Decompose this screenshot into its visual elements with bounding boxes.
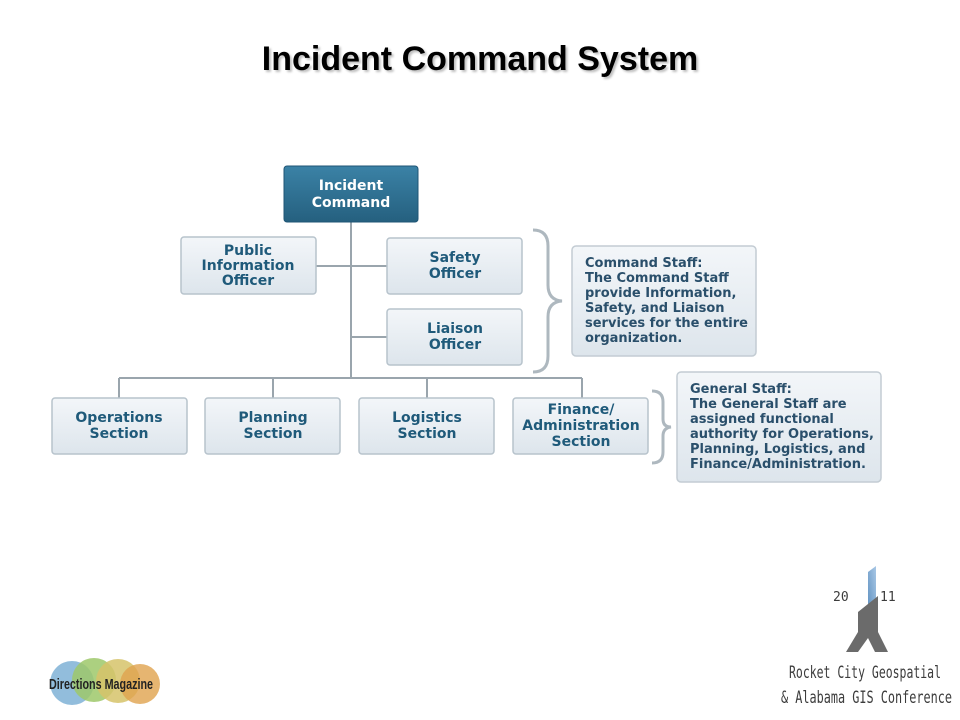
- logistics-section-box: Logistics Section: [358, 397, 495, 455]
- operations-label-line: Section: [90, 426, 149, 442]
- command-staff-note-line: Safety, and Liaison: [585, 301, 725, 316]
- general-staff-brace: [651, 389, 672, 465]
- conference-name-line: Rocket City Geospatial: [789, 663, 941, 683]
- directions-magazine-logo: Directions Magazine: [49, 658, 160, 705]
- finance-administration-section-box: Finance/ Administration Section: [512, 397, 649, 455]
- general-staff-note-line: Planning, Logistics, and: [690, 442, 865, 457]
- logistics-label-line: Section: [398, 426, 457, 442]
- planning-label-line: Section: [244, 426, 303, 442]
- pio-label-line: Officer: [222, 273, 274, 289]
- finance-label-line: Section: [552, 434, 611, 450]
- conference-year-left: 20: [833, 590, 849, 605]
- logistics-label-line: Logistics: [392, 410, 462, 426]
- operations-label-line: Operations: [75, 410, 162, 426]
- safety-officer-label-line: Officer: [429, 266, 481, 282]
- rocket-city-conference-logo: 20 11 Rocket City Geospatial & Alabama G…: [781, 566, 952, 708]
- general-staff-note: General Staff: The General Staff are ass…: [676, 371, 882, 483]
- liaison-officer-label-line: Officer: [429, 337, 481, 353]
- command-staff-note-line: Command Staff:: [585, 256, 703, 271]
- globe-icon: [120, 664, 160, 704]
- command-staff-note-line: organization.: [585, 331, 682, 346]
- safety-officer-label-line: Safety: [430, 250, 481, 266]
- finance-label-line: Finance/: [548, 402, 616, 418]
- conference-name-line: & Alabama GIS Conference: [781, 688, 952, 708]
- planning-section-box: Planning Section: [204, 397, 341, 455]
- conference-year-right: 11: [880, 590, 896, 605]
- liaison-officer-box: Liaison Officer: [386, 308, 523, 366]
- slide-title: Incident Command System: [261, 40, 699, 78]
- planning-label-line: Planning: [238, 410, 307, 426]
- finance-label-line: Administration: [522, 418, 639, 434]
- general-staff-note-line: Finance/Administration.: [690, 457, 866, 472]
- incident-command-box: Incident Command: [283, 165, 419, 223]
- incident-command-label-line: Incident: [319, 178, 384, 194]
- general-staff-note-line: The General Staff are: [690, 397, 847, 412]
- operations-section-box: Operations Section: [51, 397, 188, 455]
- liaison-officer-label-line: Liaison: [427, 321, 483, 337]
- pio-label-line: Information: [202, 258, 295, 274]
- connector-lines: [118, 222, 583, 398]
- safety-officer-box: Safety Officer: [386, 237, 523, 295]
- general-staff-note-line: authority for Operations,: [690, 427, 874, 442]
- directions-magazine-wordmark: Directions Magazine: [49, 676, 153, 693]
- command-staff-note-line: The Command Staff: [585, 271, 729, 286]
- public-information-officer-box: Public Information Officer: [180, 236, 317, 295]
- general-staff-note-line: General Staff:: [690, 382, 792, 397]
- command-staff-note-line: provide Information,: [585, 286, 736, 301]
- general-staff-note-line: assigned functional: [690, 412, 834, 427]
- pio-label-line: Public: [224, 243, 272, 259]
- incident-command-label-line: Command: [312, 195, 391, 211]
- command-staff-note-line: services for the entire: [585, 316, 748, 331]
- command-staff-note: Command Staff: The Command Staff provide…: [571, 245, 757, 357]
- rocket-mark-icon: [846, 596, 888, 652]
- command-staff-brace: [532, 228, 563, 374]
